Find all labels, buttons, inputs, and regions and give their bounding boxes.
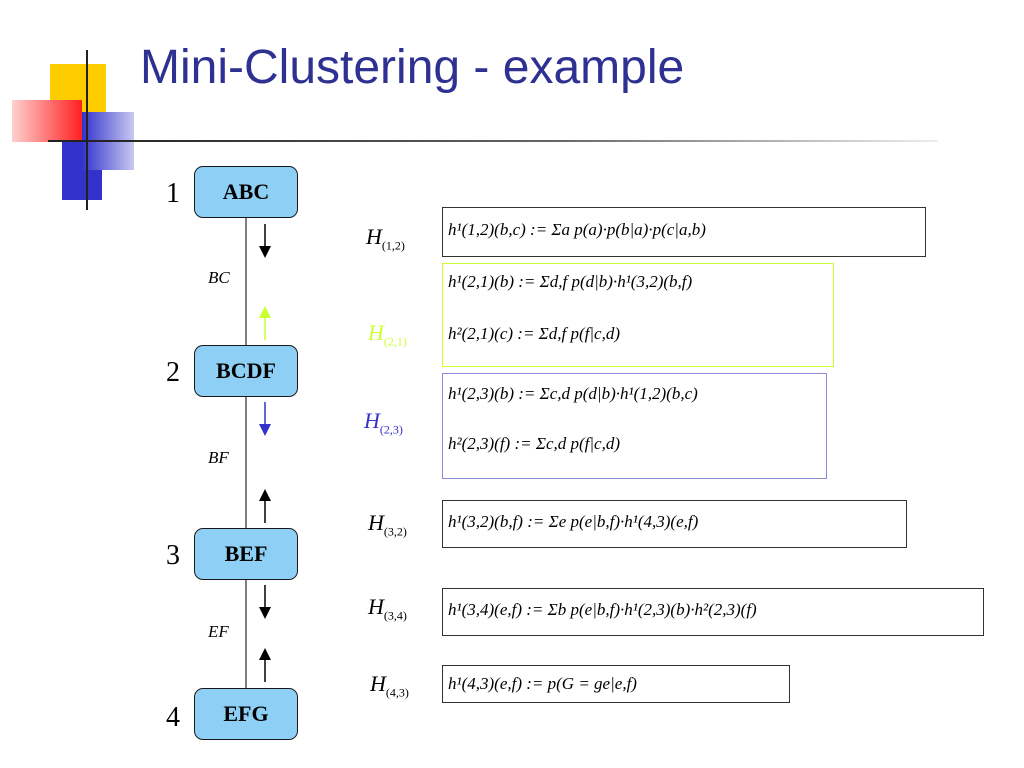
message-label-2-1: H(2,1) (368, 320, 407, 349)
formula-h32: h¹(3,2)(b,f) := Σe p(e|b,f)·h¹(4,3)(e,f) (448, 512, 699, 531)
node-number-4: 4 (166, 702, 180, 733)
formula-box-2-3 (442, 373, 827, 479)
separator-label-bf: BF (208, 448, 229, 467)
formula-box-2-1 (442, 263, 834, 367)
formula-h23-2: h²(2,3)(f) := Σc,d p(f|c,d) (448, 434, 621, 453)
formula-box-1-2 (442, 207, 926, 257)
formula-h34: h¹(3,4)(e,f) := Σb p(e|b,f)·h¹(2,3)(b)·h… (448, 600, 757, 619)
formula-h21-1: h¹(2,1)(b) := Σd,f p(d|b)·h¹(3,2)(b,f) (448, 272, 693, 291)
formula-box-3-2 (442, 500, 907, 548)
message-label-3-4: H(3,4) (368, 594, 407, 623)
message-label-3-2: H(3,2) (368, 510, 407, 539)
cluster-node-2: BCDF (194, 345, 298, 397)
message-label-4-3: H(4,3) (370, 671, 409, 700)
title-divider (88, 140, 938, 142)
formula-h21-2: h²(2,1)(c) := Σd,f p(f|c,d) (448, 324, 621, 343)
separator-label-ef: EF (208, 622, 229, 641)
formula-box-3-4 (442, 588, 984, 636)
formula-box-4-3 (442, 665, 790, 703)
node-number-2: 2 (166, 357, 180, 388)
cluster-node-4: EFG (194, 688, 298, 740)
slide-title: Mini-Clustering - example (140, 41, 685, 94)
separator-label-bc: BC (208, 268, 230, 287)
cluster-node-1: ABC (194, 166, 298, 218)
node-number-3: 3 (166, 540, 180, 571)
formula-h43: h¹(4,3)(e,f) := p(G = ge|e,f) (448, 674, 637, 693)
message-label-1-2: H(1,2) (366, 224, 405, 253)
message-label-2-3: H(2,3) (364, 408, 403, 437)
cluster-node-3: BEF (194, 528, 298, 580)
formula-h23-1: h¹(2,3)(b) := Σc,d p(d|b)·h¹(1,2)(b,c) (448, 384, 698, 403)
formula-h12: h¹(1,2)(b,c) := Σa p(a)·p(b|a)·p(c|a,b) (448, 220, 706, 239)
node-number-1: 1 (166, 178, 180, 209)
